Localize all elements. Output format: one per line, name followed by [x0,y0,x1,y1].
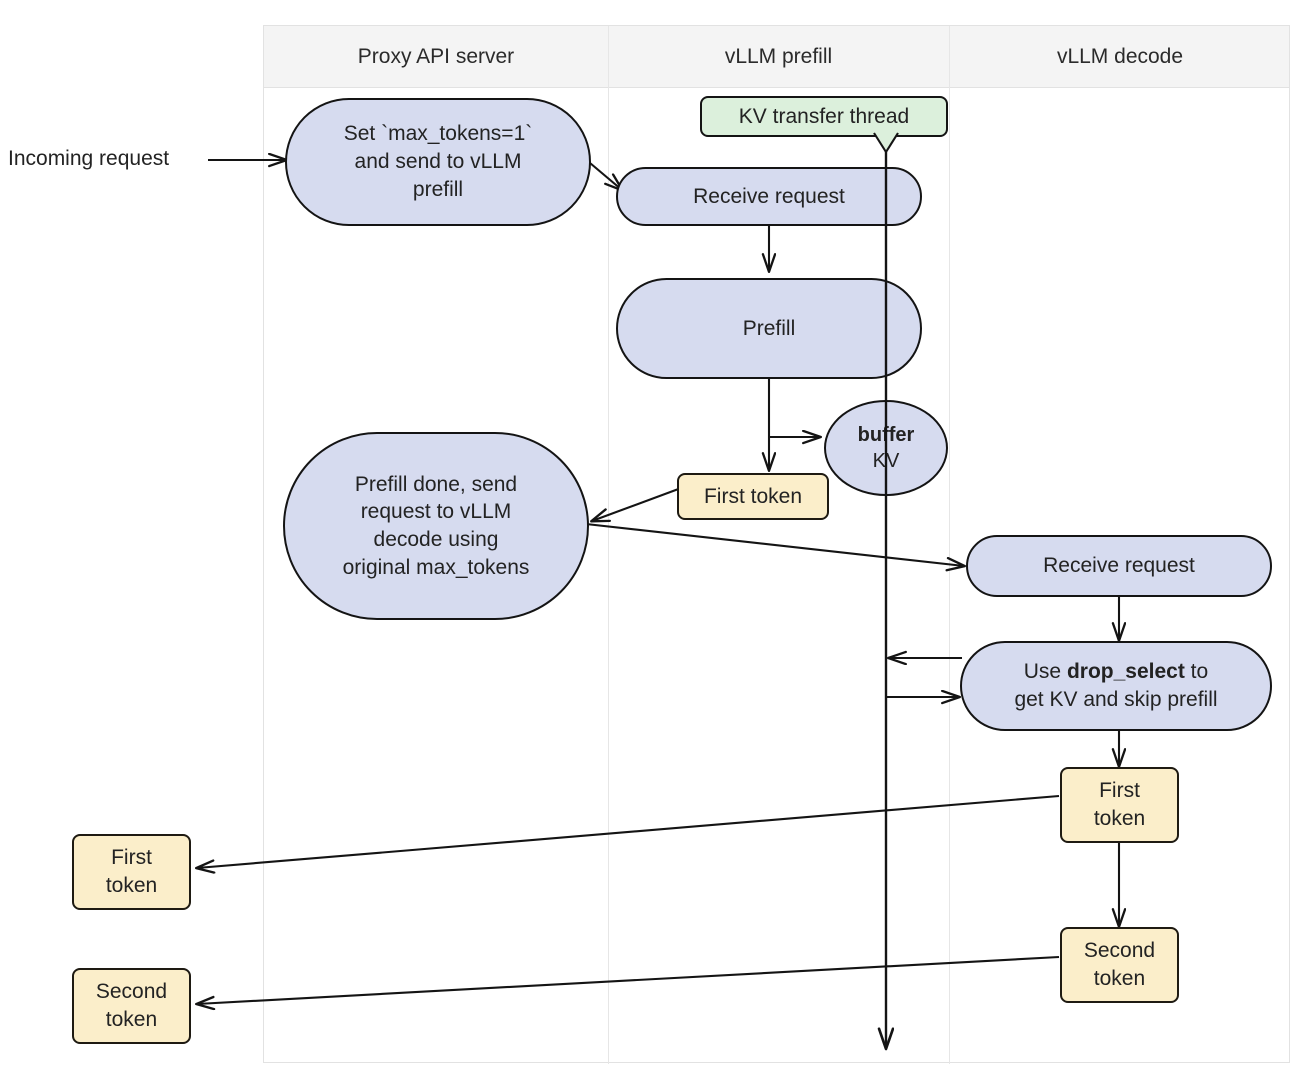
drop-select-line-1: Use drop_select to [1014,658,1217,686]
node-prefill-receive-request[interactable]: Receive request [616,167,922,226]
prefill-done-line-4: original max_tokens [342,555,530,579]
swimlane-header-band [264,26,1289,88]
node-decode-second-token[interactable]: Second token [1060,927,1179,1003]
decode-receive-label: Receive request [1043,554,1195,578]
set-max-tokens-line-1: Set `max_tokens=1` [343,122,533,146]
drop-select-line-2: get KV and skip prefill [1014,688,1218,711]
drop-select-keyword: drop_select [1066,660,1185,684]
set-max-tokens-line-2: and send to vLLM [354,150,522,174]
lane-divider-prefill-decode [949,26,950,1064]
incoming-request-label: Incoming request [8,147,170,170]
prefill-first-token-label: First token [703,484,803,508]
node-set-max-tokens[interactable]: Set `max_tokens=1` and send to vLLM pref… [285,98,591,226]
set-max-tokens-line-3: prefill [412,177,464,201]
node-decode-first-token[interactable]: First token [1060,767,1179,843]
prefill-label: Prefill [742,316,796,340]
node-prefill[interactable]: Prefill [616,278,922,379]
node-decode-receive-request[interactable]: Receive request [966,535,1272,597]
decode-second-token-line-1: Second [1083,939,1156,963]
node-prefill-done[interactable]: Prefill done, send request to vLLM decod… [283,432,589,620]
drop-select-prefix: Use [1023,660,1067,684]
node-drop-select[interactable]: Use drop_select to get KV and skip prefi… [960,641,1272,731]
kv-transfer-note-label: KV transfer thread [738,104,910,128]
out-first-token-line-1: First [111,846,152,870]
buffer-kv-subtitle: KV [872,450,900,472]
lane-title-prefill: vLLM prefill [724,45,833,68]
prefill-done-line-1: Prefill done, send [354,472,518,496]
drop-select-suffix: to [1184,660,1209,684]
lane-divider-proxy-prefill [608,26,609,1064]
node-buffer-kv[interactable]: buffer KV [824,400,948,496]
decode-second-token-line-2: token [1093,967,1146,990]
node-out-first-token[interactable]: First token [72,834,191,910]
decode-first-token-line-1: First [1099,779,1140,803]
decode-first-token-line-2: token [1093,807,1146,830]
prefill-done-line-3: decode using [373,528,499,551]
prefill-receive-label: Receive request [693,184,845,208]
node-prefill-first-token[interactable]: First token [677,473,829,520]
prefill-done-line-2: request to vLLM [360,500,512,524]
out-second-token-line-1: Second [95,980,168,1004]
node-kv-transfer-thread-note: KV transfer thread [700,96,948,137]
node-out-second-token[interactable]: Second token [72,968,191,1044]
buffer-kv-title: buffer [857,424,915,446]
out-first-token-line-2: token [105,874,158,897]
lane-title-proxy: Proxy API server [357,45,515,68]
lane-title-decode: vLLM decode [1056,45,1184,68]
out-second-token-line-2: token [105,1008,158,1031]
